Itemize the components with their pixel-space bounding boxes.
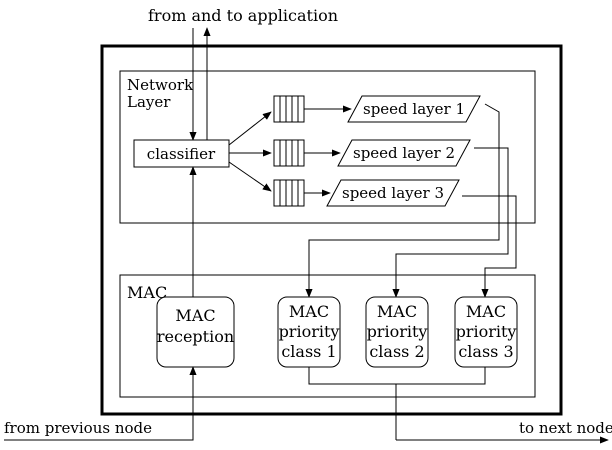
queue-2 xyxy=(273,139,305,167)
queue-3 xyxy=(273,179,305,207)
arrow-classifier-to-queue-3 xyxy=(228,161,272,192)
to-next-node-label: to next node xyxy=(519,419,612,437)
network-layer-label-line2: Layer xyxy=(127,93,171,111)
mac-priority-class-3-label-line-3: class 3 xyxy=(458,342,513,361)
queues-group xyxy=(273,95,352,207)
queue-1 xyxy=(273,95,305,123)
mac-priority-class-2-label-line-1: MAC xyxy=(377,302,417,321)
mac-priority-class-1-label-line-3: class 1 xyxy=(281,342,336,361)
mac-priority-class-1-label-line-2: priority xyxy=(279,322,340,341)
network-layer-label-line1: Network xyxy=(127,76,194,94)
mac-priority-class-3-label-line-1: MAC xyxy=(466,302,506,321)
mac-priority-class-3-box xyxy=(454,296,518,368)
node-frame xyxy=(100,44,563,416)
speed-layer-1-shape xyxy=(347,95,481,123)
speed-layer-3-shape xyxy=(326,179,460,207)
priority-merge-line xyxy=(308,367,486,385)
arrow-classifier-to-queue-1 xyxy=(228,111,272,146)
mac-priority-class-3-label-line-2: priority xyxy=(456,322,517,341)
speed-layer-2-shape xyxy=(337,139,471,167)
speed-layers-group: speed layer 1 speed layer 2 speed layer 3 xyxy=(326,95,481,207)
route-speed-layer-2-to-mac-class-2 xyxy=(392,147,509,298)
mac-panel-label: MAC xyxy=(127,283,167,302)
mac-panel xyxy=(119,274,536,398)
speed-layer-1-label: speed layer 1 xyxy=(363,100,465,118)
from-previous-node-label: from previous node xyxy=(4,419,152,437)
classifier-label: classifier xyxy=(147,145,216,163)
mac-priority-class-2-label-line-2: priority xyxy=(367,322,428,341)
route-speed-layer-1-to-mac-class-1 xyxy=(305,103,500,298)
speed-layer-3-label: speed layer 3 xyxy=(342,184,444,202)
mac-reception-label-line-1: MAC xyxy=(175,306,215,325)
speed-layer-2-label: speed layer 2 xyxy=(353,144,455,162)
mac-reception-label-line-2: reception xyxy=(157,327,234,346)
mac-priority-class-2-label-line-3: class 2 xyxy=(369,342,424,361)
route-speed-layer-3-to-mac-class-3 xyxy=(462,195,517,298)
network-layer-panel xyxy=(119,70,536,224)
mac-priority-class-2-box xyxy=(365,296,429,368)
mac-priority-class-1-label-line-1: MAC xyxy=(289,302,329,321)
arrow-from-previous-node xyxy=(4,366,197,441)
from-to-application-label: from and to application xyxy=(148,6,338,25)
